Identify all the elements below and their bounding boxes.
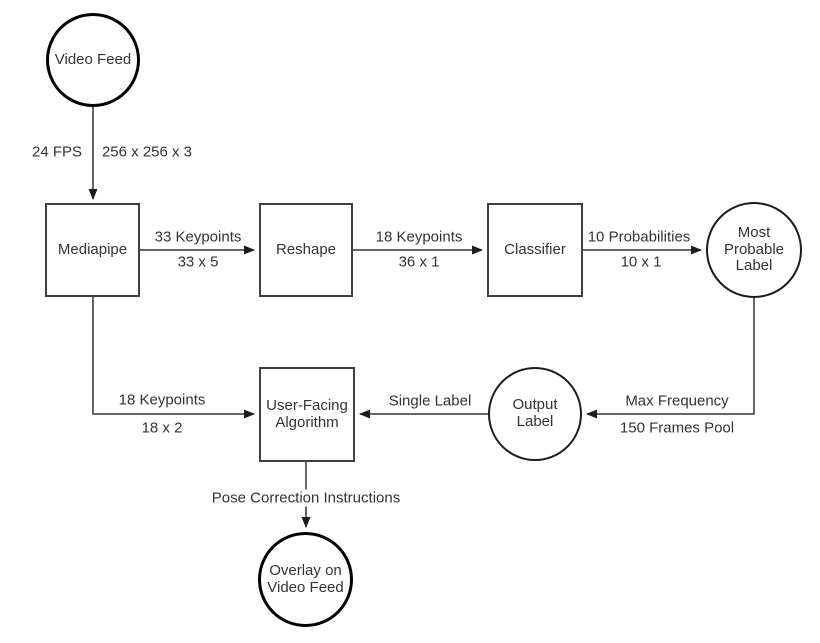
node-overlay-on-video-feed-label: Overlay on Video Feed — [267, 561, 344, 596]
node-reshape: Reshape — [259, 203, 353, 297]
node-most-probable-label-label: Most Probable Label — [723, 223, 785, 275]
edge-label-max-frequency: Max Frequency — [625, 392, 729, 410]
node-classifier: Classifier — [487, 203, 583, 297]
edge-label-18-keypoints-bottom: 18 Keypoints — [118, 391, 206, 409]
edge-label-pose-correction-instructions: Pose Correction Instructions — [207, 489, 405, 507]
edge-label-33x5: 33 x 5 — [177, 253, 219, 271]
edge-mediapipe-to-algorithm — [92, 297, 255, 419]
edge-label-10-probabilities: 10 Probabilities — [587, 228, 691, 246]
node-user-facing-algorithm: User-Facing Algorithm — [259, 367, 355, 462]
node-user-facing-algorithm-label: User-Facing Algorithm — [266, 396, 348, 431]
edge-label-24-fps: 24 FPS — [31, 143, 83, 161]
edge-label-150-frames-pool: 150 Frames Pool — [619, 419, 735, 437]
node-most-probable-label: Most Probable Label — [706, 202, 802, 298]
node-mediapipe: Mediapipe — [45, 203, 140, 297]
node-overlay-on-video-feed: Overlay on Video Feed — [258, 532, 353, 627]
node-output-label: Output Label — [488, 367, 582, 461]
node-video-feed-label: Video Feed — [54, 50, 132, 68]
edge-most-probable-to-output — [586, 298, 755, 419]
edge-label-18x2: 18 x 2 — [141, 419, 183, 437]
node-reshape-label: Reshape — [275, 240, 337, 258]
edge-label-10x1: 10 x 1 — [620, 253, 662, 271]
node-classifier-label: Classifier — [504, 240, 566, 258]
edge-label-36x1: 36 x 1 — [398, 253, 440, 271]
node-mediapipe-label: Mediapipe — [57, 240, 128, 258]
edge-label-33-keypoints: 33 Keypoints — [154, 228, 242, 246]
edge-label-18-keypoints-top: 18 Keypoints — [375, 228, 463, 246]
edge-label-256x256x3: 256 x 256 x 3 — [101, 143, 193, 161]
node-output-label-label: Output Label — [512, 396, 558, 430]
edge-label-single-label: Single Label — [388, 392, 472, 410]
node-video-feed: Video Feed — [46, 13, 140, 107]
